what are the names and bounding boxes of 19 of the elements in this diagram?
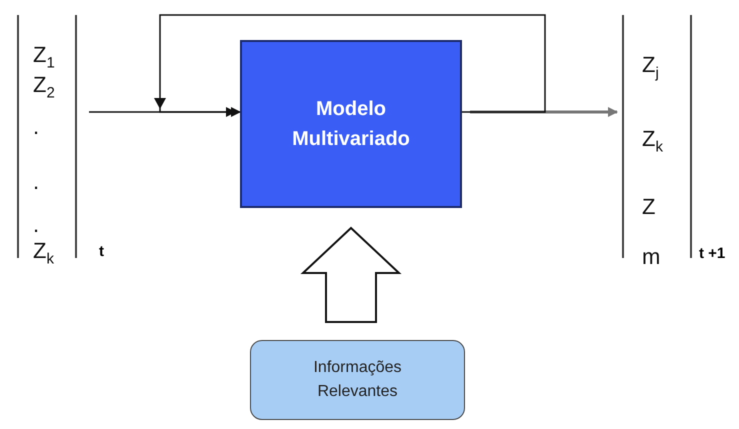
vector-element: . (33, 115, 40, 139)
time-subscript: t +1 (699, 245, 726, 262)
vector-element: Z$_{2}$ (33, 73, 55, 104)
vector-element: Z$_{1}$ (33, 43, 55, 74)
model-box (240, 40, 462, 208)
vector-element: Z$_{k}$ (33, 239, 54, 270)
vector-element: Z (642, 195, 656, 219)
info-box (250, 340, 465, 420)
feedback-arrow (154, 14, 546, 117)
time-subscript: t (99, 243, 104, 260)
vector-element: Z$_{k}$ (642, 127, 663, 158)
vector-element: Z$_{j}$ (642, 53, 659, 84)
vector-element: . (33, 213, 40, 237)
box-label: Informações Relevantes (312, 358, 403, 402)
box-title: Modelo Multivariado (291, 97, 411, 152)
vector-element: . (33, 170, 40, 194)
vector-element: m (642, 245, 660, 269)
block-arrow (300, 226, 402, 323)
arrow (470, 107, 618, 117)
